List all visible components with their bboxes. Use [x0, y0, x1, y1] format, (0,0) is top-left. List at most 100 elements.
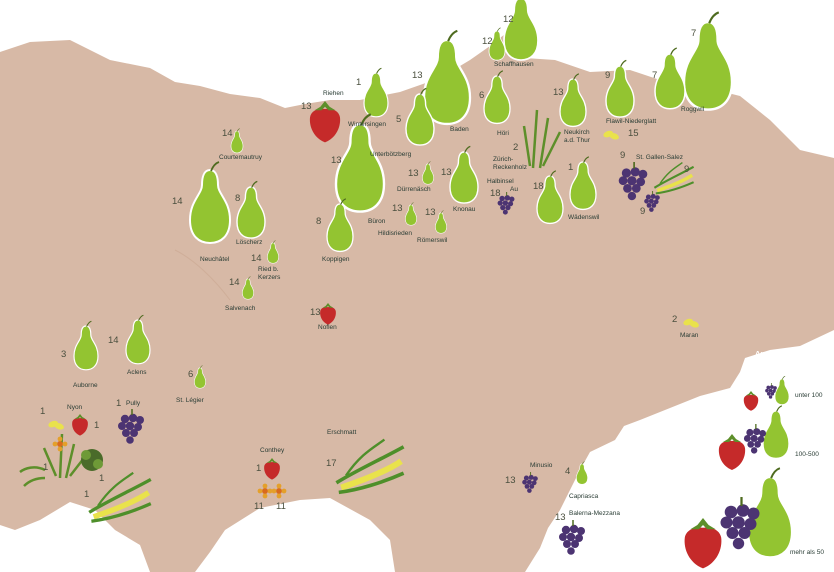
place-label: Neuchâtel	[200, 256, 230, 263]
variety-count: 14	[108, 335, 119, 346]
place-label: Römerswil	[417, 237, 448, 244]
place-label: Balerna-Mezzana	[569, 510, 620, 517]
place-label: Hildisrieden	[378, 230, 412, 237]
place-label: Höri	[497, 130, 509, 137]
place-label: Nyon	[67, 404, 83, 411]
legend-title: Anzahl NAP-Sorten	[755, 349, 824, 358]
variety-count: 8	[235, 193, 240, 204]
variety-count: 6	[188, 369, 193, 380]
variety-count: 2	[672, 314, 677, 325]
place-label: Salvenach	[225, 305, 256, 312]
place-label: Pully	[126, 400, 141, 407]
place-label: Zürich-	[493, 156, 513, 163]
variety-count: 13	[412, 70, 423, 81]
pear-icon	[363, 67, 389, 118]
variety-count: 13	[553, 87, 564, 98]
variety-count: 6	[479, 90, 484, 101]
place-label: Roggwil	[681, 106, 705, 113]
place-label: Noflen	[318, 324, 337, 331]
variety-count: 1	[116, 398, 121, 409]
pear-icon	[422, 29, 472, 126]
place-label: Erschmatt	[327, 429, 356, 436]
variety-count: 11	[276, 501, 286, 512]
place-label: Aclens	[127, 369, 147, 376]
place-label: Halbinsel	[487, 178, 514, 185]
legend-label: mehr als 50	[790, 549, 824, 556]
variety-count: 13	[425, 207, 436, 218]
variety-count: 1	[94, 420, 99, 431]
variety-count: 14	[251, 253, 262, 264]
place-label: St. Légier	[176, 397, 205, 404]
place-label: Au	[510, 186, 518, 193]
grape-icon	[743, 423, 767, 455]
grass-icon	[19, 466, 46, 487]
variety-count: 1	[40, 406, 45, 417]
variety-count: 9	[620, 150, 625, 161]
grape-icon	[558, 519, 586, 556]
place-label: Knonau	[453, 206, 476, 213]
pear-icon	[605, 59, 635, 118]
place-label: a.d. Thur	[564, 137, 591, 144]
place-label: Wädenswil	[568, 214, 600, 221]
variety-count: 5	[396, 114, 401, 125]
variety-count: 9	[640, 206, 645, 217]
pear-icon	[503, 0, 539, 61]
pear-icon	[654, 47, 686, 110]
variety-count: 7	[691, 28, 696, 39]
legend-label: unter 100	[795, 392, 823, 399]
place-label: Dürrenäsch	[397, 186, 431, 193]
place-label: Kerzers	[258, 274, 281, 281]
variety-count: 1	[84, 489, 89, 500]
variety-count: 11	[254, 501, 264, 512]
variety-count: 14	[222, 128, 233, 139]
legend: Anzahl NAP-Sorten unter 100 100-500 mehr…	[684, 349, 824, 569]
strawberry-icon	[684, 518, 722, 569]
grass-icon	[42, 433, 85, 479]
place-label: Baden	[450, 126, 469, 133]
place-label: Flawil-Niederglatt	[606, 118, 656, 125]
variety-count: 4	[565, 466, 570, 477]
place-label: Minusio	[530, 462, 553, 469]
variety-count: 2	[513, 142, 518, 153]
place-label: Capriasca	[569, 493, 599, 500]
variety-count: 14	[229, 277, 240, 288]
pear-icon	[762, 405, 790, 460]
place-label: Löscherz	[236, 239, 262, 246]
variety-count: 12	[503, 14, 514, 25]
variety-count: 18	[490, 188, 501, 199]
variety-count: 13	[505, 475, 516, 486]
grass-icon	[522, 109, 562, 169]
variety-count: 1	[356, 77, 361, 88]
pear-icon	[774, 375, 790, 405]
strawberry-icon	[718, 434, 746, 470]
variety-count: 1	[568, 162, 573, 173]
variety-count: 9	[605, 70, 610, 81]
legend-label: 100-500	[795, 451, 819, 458]
variety-count: 13	[301, 101, 312, 112]
place-label: Courtemautruy	[219, 154, 263, 161]
place-label: Neukirch	[564, 129, 590, 136]
variety-count: 13	[331, 155, 342, 166]
variety-count: 1	[99, 473, 104, 484]
variety-count: 15	[628, 128, 639, 139]
variety-count: 12	[482, 36, 493, 47]
variety-count: 17	[326, 458, 337, 469]
variety-count: 13	[310, 307, 321, 318]
place-label: Wintersingen	[348, 121, 386, 128]
variety-count: 13	[441, 167, 452, 178]
strawberry-icon	[743, 391, 759, 411]
place-label: Riehen	[323, 90, 344, 97]
place-label: Conthey	[260, 447, 285, 454]
place-label: Reckenholz	[493, 164, 527, 171]
variety-count: 1	[43, 462, 48, 473]
variety-count: 18	[533, 181, 544, 192]
place-label: Ried b.	[258, 266, 279, 273]
pear-icon	[682, 11, 734, 111]
variety-count: 8	[316, 216, 321, 227]
place-label: Maran	[680, 332, 699, 339]
variety-count: 13	[408, 168, 419, 179]
place-label: Koppigen	[322, 256, 350, 263]
variety-count: 14	[172, 196, 183, 207]
